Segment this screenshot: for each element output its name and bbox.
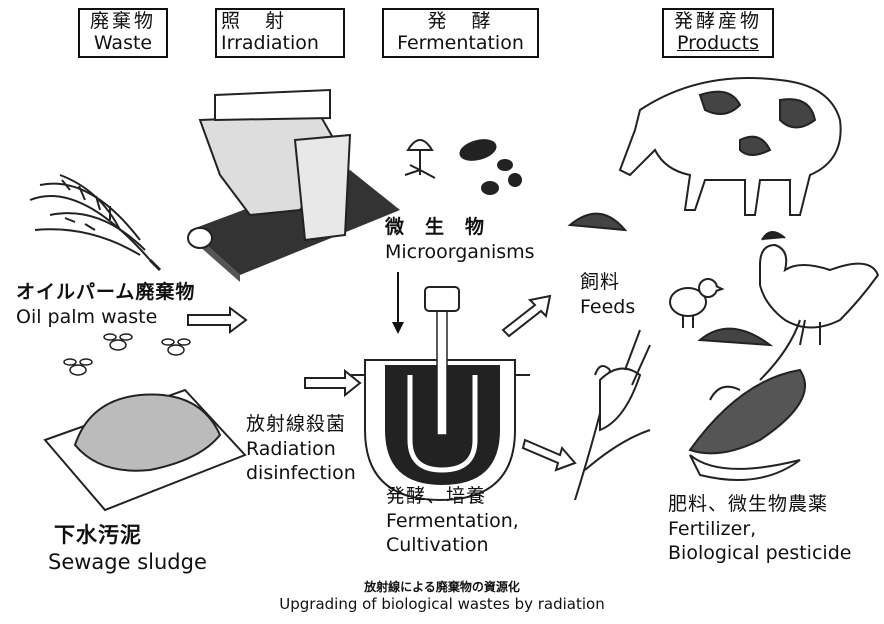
label-fermentation-process-jp: 発酵、培養 [386, 484, 519, 509]
caption-en: Upgrading of biological wastes by radiat… [0, 595, 884, 614]
label-fertilizer-en1: Fertilizer, [668, 517, 851, 542]
header-irradiation-en: Irradiation [221, 33, 339, 55]
label-fermentation-process: 発酵、培養 Fermentation, Cultivation [386, 484, 519, 558]
flies-icon [64, 334, 190, 375]
header-waste: 廃棄物 Waste [78, 8, 168, 58]
cow-icon [570, 78, 841, 230]
arrow-down-right-icon [523, 440, 575, 470]
label-radiation: 放射線殺菌 Radiation disinfection [246, 412, 356, 486]
header-products-en: Products [668, 33, 768, 55]
header-waste-en: Waste [84, 33, 162, 55]
header-waste-jp: 廃棄物 [84, 11, 162, 33]
header-irradiation-jp: 照 射 [221, 11, 339, 33]
label-radiation-en1: Radiation [246, 437, 356, 462]
caption-jp: 放射線による廃棄物の資源化 [0, 580, 884, 595]
header-products: 発酵産物 Products [662, 8, 774, 58]
label-fertilizer-en2: Biological pesticide [668, 541, 851, 566]
sewage-sludge-icon [45, 390, 245, 510]
label-oil-palm: オイルパーム廃棄物 Oil palm waste [16, 280, 195, 329]
header-products-jp: 発酵産物 [668, 11, 768, 33]
label-microorganisms-jp: 微 生 物 [385, 215, 535, 240]
label-radiation-jp: 放射線殺菌 [246, 412, 356, 437]
label-radiation-en2: disinfection [246, 461, 356, 486]
chick-icon [670, 279, 722, 328]
header-irradiation: 照 射 Irradiation [215, 8, 345, 58]
hen-icon [700, 232, 878, 345]
label-sewage: 下水汚泥 Sewage sludge [48, 522, 207, 577]
label-sewage-jp: 下水汚泥 [54, 522, 207, 549]
header-fermentation-en: Fermentation [388, 33, 533, 55]
arrow-down-icon [392, 272, 404, 334]
label-fertilizer: 肥料、微生物農薬 Fertilizer, Biological pesticid… [668, 492, 851, 566]
arrow-right-icon [188, 308, 246, 332]
label-oil-palm-jp: オイルパーム廃棄物 [16, 280, 195, 305]
irradiator-icon [188, 90, 400, 282]
label-microorganisms: 微 生 物 Microorganisms [385, 215, 535, 264]
arrow-up-right-icon [503, 296, 550, 336]
oil-palm-icon [30, 175, 160, 270]
label-fermentation-process-en1: Fermentation, [386, 509, 519, 534]
fermenter-icon [350, 287, 530, 500]
label-feeds-en: Feeds [580, 295, 635, 320]
label-oil-palm-en: Oil palm waste [16, 305, 195, 330]
label-microorganisms-en: Microorganisms [385, 240, 535, 265]
label-sewage-en: Sewage sludge [48, 549, 207, 576]
header-fermentation-jp: 発 酵 [388, 11, 533, 33]
label-fermentation-process-en2: Cultivation [386, 533, 519, 558]
microbes-icon [405, 137, 521, 194]
header-fermentation: 発 酵 Fermentation [382, 8, 539, 58]
figure-caption: 放射線による廃棄物の資源化 Upgrading of biological wa… [0, 580, 884, 614]
label-feeds: 飼料 Feeds [580, 270, 635, 319]
grain-icon [575, 330, 650, 500]
label-feeds-jp: 飼料 [580, 270, 635, 295]
label-fertilizer-jp: 肥料、微生物農薬 [668, 492, 851, 517]
